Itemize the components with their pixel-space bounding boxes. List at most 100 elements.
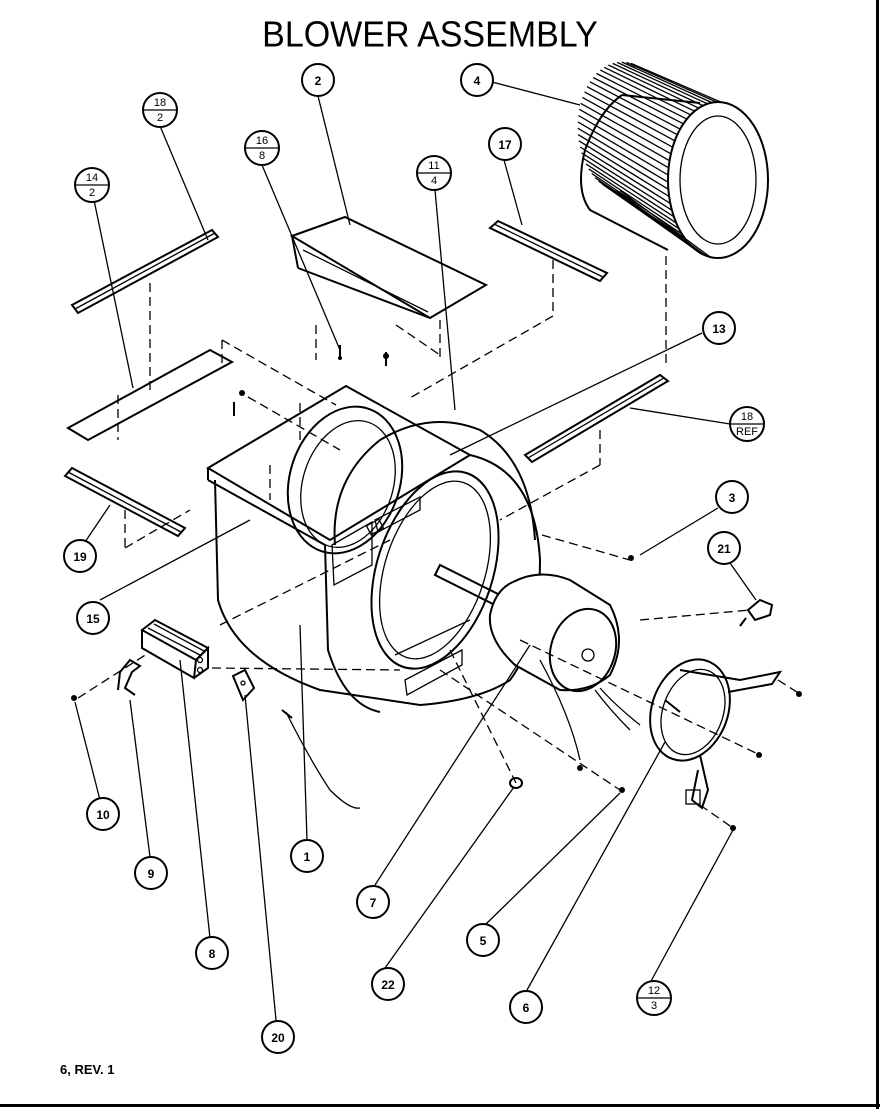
wheel-vane — [603, 66, 695, 112]
wheel-vane — [586, 86, 678, 136]
wheel-vane — [578, 114, 669, 169]
svg-text:13: 13 — [712, 322, 726, 336]
svg-text:20: 20 — [271, 1031, 285, 1045]
diagram-title: BLOWER ASSEMBLY — [262, 15, 598, 55]
fraction-callout-11-4: 11 4 — [416, 155, 452, 191]
blower-motor — [433, 563, 641, 761]
fraction-callout-14-2: 14 2 — [74, 167, 110, 203]
motor-mount-band — [649, 658, 783, 810]
wheel-vane — [612, 62, 704, 107]
wheel-vane — [619, 189, 711, 258]
svg-text:22: 22 — [381, 978, 395, 992]
fraction-callout-16-8: 16 8 — [244, 130, 280, 166]
callout-6: 6 — [509, 990, 543, 1024]
svg-text:REF: REF — [736, 426, 758, 438]
wheel-vane — [592, 76, 684, 125]
right-border — [876, 0, 879, 1109]
left-top-strip — [70, 228, 220, 315]
left-mid-plate — [65, 348, 235, 442]
wheel-vane — [600, 69, 691, 116]
blower-housing — [206, 384, 542, 713]
svg-text:19: 19 — [73, 550, 87, 564]
wheel-vane — [581, 152, 673, 211]
wheel-vane — [596, 72, 688, 120]
wheel-vane — [582, 96, 673, 148]
callout-7: 7 — [356, 885, 390, 919]
svg-text:12: 12 — [648, 985, 660, 997]
wheel-vane — [577, 127, 669, 183]
strip-17 — [488, 219, 609, 283]
svg-text:2: 2 — [157, 112, 163, 124]
wheel-vane — [591, 172, 683, 235]
top-cutoff-plate — [289, 215, 489, 320]
callout-5: 5 — [466, 923, 500, 957]
svg-text:1: 1 — [304, 850, 311, 864]
svg-text:3: 3 — [729, 491, 736, 505]
leader-lines — [74, 81, 757, 1021]
wheel-vane — [580, 102, 672, 155]
wheel-vane — [585, 163, 677, 224]
callout-15: 15 — [76, 601, 110, 635]
blower-wheel — [577, 61, 769, 259]
svg-text:2: 2 — [315, 74, 322, 88]
svg-text:7: 7 — [370, 896, 377, 910]
svg-text:16: 16 — [256, 135, 268, 147]
fraction-callout-18-ref: 18 REF — [729, 406, 765, 442]
svg-text:4: 4 — [431, 175, 437, 187]
wheel-vane — [577, 134, 669, 190]
svg-text:9: 9 — [148, 867, 155, 881]
wheel-vane — [578, 140, 670, 198]
svg-text:14: 14 — [86, 172, 98, 184]
wheel-vane — [577, 121, 669, 176]
svg-text:17: 17 — [498, 138, 512, 152]
wheel-vane — [584, 91, 676, 142]
wheel-vane — [588, 168, 680, 230]
wheel-vane — [626, 61, 717, 103]
fraction-callout-18-2: 18 2 — [142, 92, 178, 128]
screws — [71, 345, 802, 831]
svg-text:8: 8 — [259, 150, 265, 162]
capacitor-bracket — [117, 658, 142, 696]
callout-3: 3 — [715, 480, 749, 514]
strip-18-ref — [523, 373, 670, 464]
svg-text:18: 18 — [154, 97, 166, 109]
callout-8: 8 — [195, 936, 229, 970]
strip-19 — [63, 466, 187, 538]
callout-1: 1 — [290, 839, 324, 873]
callout-21: 21 — [707, 531, 741, 565]
bottom-border — [0, 1104, 880, 1107]
wheel-vane — [616, 61, 708, 105]
wheel-vane — [583, 158, 675, 218]
svg-text:3: 3 — [651, 1000, 657, 1012]
svg-text:15: 15 — [86, 612, 100, 626]
svg-text:11: 11 — [428, 160, 439, 172]
callout-17: 17 — [488, 127, 522, 161]
grommet-21 — [739, 598, 774, 627]
wheel-vane — [589, 81, 681, 130]
svg-text:8: 8 — [209, 947, 216, 961]
assembly-lines — [77, 256, 801, 829]
callout-9: 9 — [134, 856, 168, 890]
wheel-vane — [579, 146, 671, 204]
callout-10: 10 — [86, 797, 120, 831]
svg-text:2: 2 — [89, 187, 95, 199]
callout-22: 22 — [371, 967, 405, 1001]
callout-20: 20 — [261, 1020, 295, 1054]
wheel-vane — [630, 62, 722, 103]
callout-2: 2 — [301, 63, 335, 97]
callout-19: 19 — [63, 539, 97, 573]
revision-note: 6, REV. 1 — [60, 1062, 115, 1077]
wheel-vane — [578, 108, 670, 162]
wheel-vane — [598, 180, 690, 245]
fraction-callout-12-3: 12 3 — [636, 980, 672, 1016]
ground-clip — [231, 668, 361, 809]
wheel-vane — [621, 61, 713, 104]
svg-text:10: 10 — [96, 808, 110, 822]
wheel-vane — [608, 64, 699, 109]
svg-text:5: 5 — [480, 934, 487, 948]
svg-text:6: 6 — [523, 1001, 530, 1015]
capacitor — [140, 618, 210, 680]
svg-text:21: 21 — [717, 542, 731, 556]
